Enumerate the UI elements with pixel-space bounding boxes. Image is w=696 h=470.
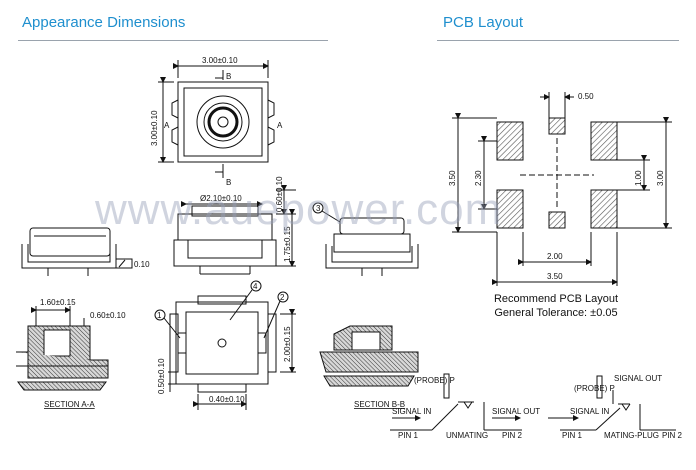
schem1-probe: (PROBE) P: [414, 376, 455, 385]
pcb-note: Recommend PCB Layout General Tolerance: …: [490, 292, 622, 320]
marker-a-right: A: [277, 121, 283, 130]
pcb-note-line2: General Tolerance: ±0.05: [494, 307, 618, 319]
schem1-pin2: PIN 2: [502, 431, 523, 440]
callout-2: 2: [280, 293, 285, 302]
schem2-pin2: PIN 2: [662, 431, 683, 440]
schematic-unmating: [390, 373, 522, 431]
appearance-dimensions-header: Appearance Dimensions: [22, 14, 186, 31]
left-side-view: [21, 227, 133, 276]
watermark: www.auepower.com: [95, 185, 503, 234]
top-view: [158, 60, 275, 178]
right-side-view: [312, 202, 419, 276]
left-header-rule: [18, 40, 328, 41]
dim-top-width: 3.00±0.10: [202, 56, 238, 65]
pcb-dim-230: 2.30: [474, 170, 483, 186]
marker-a-left: A: [164, 121, 170, 130]
schem2-signal-in: SIGNAL IN: [570, 407, 609, 416]
marker-b-top: B: [226, 72, 231, 81]
pcb-note-line1: Recommend PCB Layout: [493, 293, 619, 305]
callout-3: 3: [316, 204, 321, 213]
pcb-dim-200: 2.00: [547, 252, 563, 261]
schem1-state: UNMATING: [446, 431, 488, 440]
schem2-pin1: PIN 1: [562, 431, 583, 440]
schem1-signal-in: SIGNAL IN: [392, 407, 431, 416]
pcb-dim-300: 3.00: [656, 170, 665, 186]
section-a-a: [16, 306, 109, 391]
dim-flatness: 0.10: [134, 260, 150, 269]
callout-1: 1: [157, 311, 162, 320]
schem1-signal-out: SIGNAL OUT: [492, 407, 540, 416]
schem2-probe: (PROBE) P: [574, 384, 615, 393]
section-b-b: [319, 325, 419, 387]
pcb-dim-350-horizontal: 3.50: [547, 272, 563, 281]
dim-b-lead: 0.50±0.10: [157, 358, 166, 394]
dim-top-height: 3.00±0.10: [150, 110, 159, 146]
dim-060: 0.60±0.10: [275, 176, 284, 212]
schem1-pin1: PIN 1: [398, 431, 419, 440]
right-header-rule: [437, 40, 679, 41]
front-view: [173, 185, 296, 275]
marker-b-bottom: B: [226, 178, 231, 187]
bottom-view: [154, 280, 296, 410]
callout-4: 4: [253, 282, 258, 291]
dim-175: 1.75±0.15: [283, 226, 292, 262]
section-a-a-label: SECTION A-A: [44, 400, 95, 409]
pcb-dim-050: 0.50: [578, 92, 594, 101]
dim-sa-width: 1.60±0.15: [40, 298, 76, 307]
pcb-dim-350-vertical: 3.50: [448, 170, 457, 186]
schematic-mating-plug: [548, 375, 676, 431]
schem2-state: MATING-PLUG: [604, 431, 659, 440]
dim-diameter: Ø2.10±0.10: [200, 194, 242, 203]
dim-sa-height: 0.60±0.10: [90, 311, 126, 320]
dim-b-width: 0.40±0.10: [209, 395, 245, 404]
pcb-dim-100: 1.00: [634, 170, 643, 186]
dim-b-height: 2.00±0.15: [283, 326, 292, 362]
section-b-b-label: SECTION B-B: [354, 400, 405, 409]
pcb-layout-drawing: [452, 92, 672, 286]
pcb-layout-header: PCB Layout: [443, 14, 524, 31]
schem2-signal-out: SIGNAL OUT: [614, 374, 662, 383]
